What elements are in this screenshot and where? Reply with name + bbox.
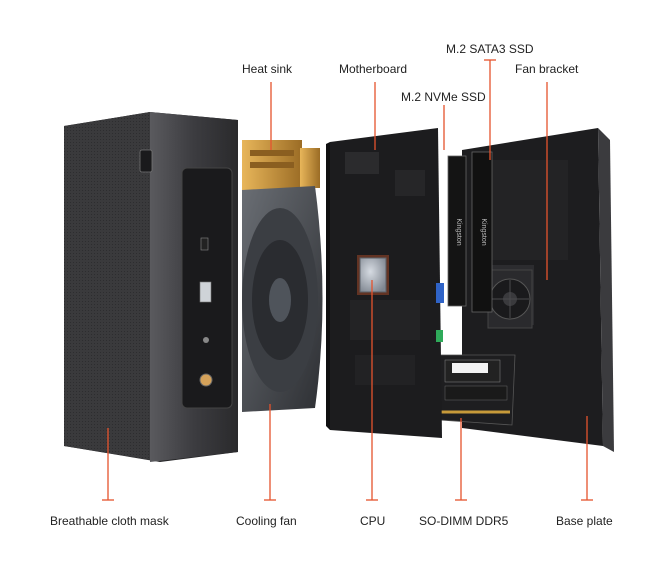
cooling-fan xyxy=(242,186,323,412)
label-heat-sink: Heat sink xyxy=(242,62,293,76)
label-cpu: CPU xyxy=(360,514,386,528)
label-so-dimm-ddr5: SO-DIMM DDR5 xyxy=(419,514,509,528)
usb-port-icon xyxy=(199,281,212,303)
so-dimm-ddr5 xyxy=(439,354,516,426)
label-fan-bracket: Fan bracket xyxy=(515,62,579,76)
label-m2-nvme-ssd: M.2 NVMe SSD xyxy=(401,90,486,104)
audio-jack-icon xyxy=(200,237,209,251)
label-breathable-cloth-mask: Breathable cloth mask xyxy=(50,514,169,528)
motherboard xyxy=(326,128,444,438)
case-shell xyxy=(64,112,238,462)
leader-lines xyxy=(102,59,593,501)
power-button-icon xyxy=(139,149,153,173)
label-m2-sata3-ssd: M.2 SATA3 SSD xyxy=(446,42,534,56)
svg-text:Kingston: Kingston xyxy=(480,218,487,245)
cpu-chip xyxy=(359,257,387,293)
m2-sata3-ssd: Kingston xyxy=(471,151,493,313)
label-cooling-fan: Cooling fan xyxy=(236,514,297,528)
heat-sink xyxy=(242,140,320,190)
svg-text:Kingston: Kingston xyxy=(455,218,462,245)
fan-bracket xyxy=(487,269,533,329)
label-base-plate: Base plate xyxy=(556,514,613,528)
m2-nvme-ssd: Kingston xyxy=(447,155,467,307)
label-motherboard: Motherboard xyxy=(339,62,408,76)
